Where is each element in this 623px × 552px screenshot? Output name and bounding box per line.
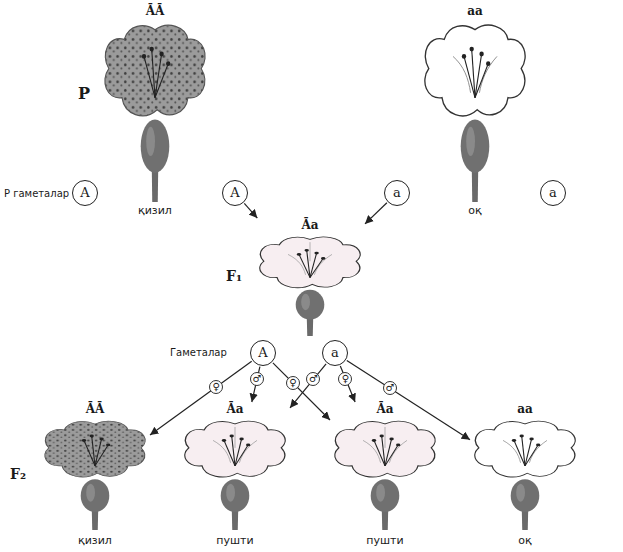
gamete-arrow bbox=[347, 361, 470, 440]
flower-node: Āa пушти bbox=[180, 402, 290, 548]
sex-symbol: ♂ bbox=[383, 381, 397, 395]
sex-symbol: ♀ bbox=[209, 380, 223, 394]
phenotype-label: қизил bbox=[138, 204, 172, 218]
genotype-label: Āa bbox=[376, 402, 393, 416]
red-flower bbox=[45, 421, 145, 530]
phenotype-label: пушти bbox=[366, 534, 403, 548]
generation-label: P bbox=[78, 84, 90, 103]
gamete-circle: A bbox=[250, 340, 276, 366]
red-flower bbox=[105, 25, 205, 202]
gamete-allele: A bbox=[80, 186, 89, 200]
gamete-arrow bbox=[365, 203, 387, 224]
flower-node: Āa пушти bbox=[330, 402, 440, 548]
gamete-circle: a bbox=[540, 180, 566, 206]
flower-node: Āa bbox=[255, 218, 365, 336]
gamete-arrow bbox=[150, 361, 252, 435]
flower-node: aa оқ bbox=[470, 402, 580, 548]
phenotype-label: оқ bbox=[518, 534, 531, 548]
generation-label: F₂ bbox=[10, 466, 26, 483]
flower-node: ĀĀ қизил bbox=[40, 402, 150, 548]
sex-symbol: ♀ bbox=[286, 376, 300, 390]
white-flower bbox=[425, 25, 525, 202]
gamete-circle: A bbox=[222, 180, 248, 206]
sex-symbol: ♀ bbox=[338, 372, 352, 386]
gamete-allele: a bbox=[331, 346, 339, 360]
genotype-label: ĀĀ bbox=[146, 4, 165, 18]
gamete-allele: a bbox=[549, 186, 557, 200]
gamete-arrow bbox=[244, 203, 257, 218]
gamete-allele: A bbox=[230, 186, 239, 200]
generation-label: F₁ bbox=[226, 268, 242, 285]
genotype-label: Āa bbox=[226, 402, 243, 416]
gamete-circle: a bbox=[384, 180, 410, 206]
sex-symbol: ♂ bbox=[306, 372, 320, 386]
genotype-label: aa bbox=[467, 4, 483, 18]
phenotype-label: оқ bbox=[468, 204, 481, 218]
gamete-circle: A bbox=[72, 180, 98, 206]
flower-node: ĀĀ қизил bbox=[100, 4, 210, 218]
gamete-arrow bbox=[273, 363, 330, 420]
gamete-allele: A bbox=[258, 346, 267, 360]
phenotype-label: пушти bbox=[216, 534, 253, 548]
flower-node: aa оқ bbox=[420, 4, 530, 218]
pink-flower bbox=[260, 237, 360, 336]
gamete-circle: a bbox=[322, 340, 348, 366]
gamete-allele: a bbox=[393, 186, 401, 200]
gamete-row-label: P гаметалар bbox=[4, 187, 69, 200]
phenotype-label: қизил bbox=[78, 534, 112, 548]
pink-flower bbox=[335, 421, 435, 530]
genotype-label: aa bbox=[517, 402, 533, 416]
genotype-label: ĀĀ bbox=[86, 402, 105, 416]
pink-flower bbox=[185, 421, 285, 530]
genotype-label: Āa bbox=[301, 218, 318, 232]
gamete-row-label: Гаметалар bbox=[170, 346, 227, 359]
sex-symbol: ♂ bbox=[250, 372, 264, 386]
white-flower bbox=[475, 421, 575, 530]
